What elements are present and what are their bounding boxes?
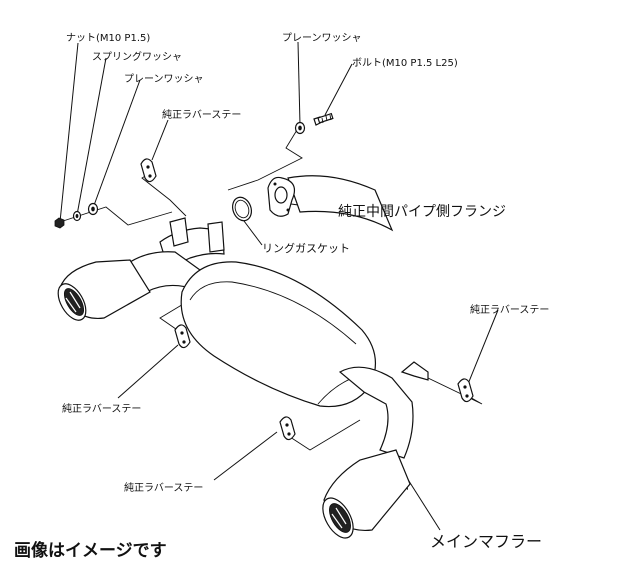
- label-plain-washer-right: プレーンワッシャ: [282, 33, 362, 44]
- nut-icon: [54, 217, 65, 229]
- spring-washer-icon: [72, 210, 82, 222]
- ring-gasket-icon: [231, 196, 253, 222]
- label-rubber-stay-right: 純正ラバーステー: [470, 305, 550, 316]
- rubber-stay-bottom-icon: [279, 416, 296, 441]
- rubber-stays: [140, 158, 474, 441]
- mid-pipe-flange-icon: [267, 175, 394, 232]
- label-rubber-stay-top: 純正ラバーステー: [162, 110, 242, 121]
- label-ring-gasket: リングガスケット: [262, 242, 350, 255]
- label-rubber-stay-left: 純正ラバーステー: [62, 404, 142, 415]
- rubber-stay-top-icon: [140, 158, 157, 183]
- label-bolt: ボルト(M10 P1.5 L25): [352, 58, 458, 69]
- rubber-stay-left-icon: [174, 324, 191, 349]
- main-muffler-icon: [57, 217, 429, 539]
- label-nut: ナット(M10 P1.5): [66, 33, 151, 44]
- label-rubber-stay-bottom: 純正ラバーステー: [124, 483, 204, 494]
- bolt-icon: [313, 112, 334, 126]
- rubber-stay-right-icon: [457, 378, 474, 403]
- label-main-muffler: メインマフラー: [430, 532, 543, 551]
- plain-washer-right-icon: [294, 121, 306, 135]
- label-plain-washer-left: プレーンワッシャ: [124, 74, 204, 85]
- label-mid-pipe-flange: 純正中間パイプ側フランジ: [338, 204, 506, 220]
- image-note: 画像はイメージです: [14, 541, 167, 561]
- label-spring-washer: スプリングワッシャ: [92, 52, 182, 63]
- plain-washer-icon: [87, 202, 99, 216]
- hardware-parts: [54, 112, 334, 229]
